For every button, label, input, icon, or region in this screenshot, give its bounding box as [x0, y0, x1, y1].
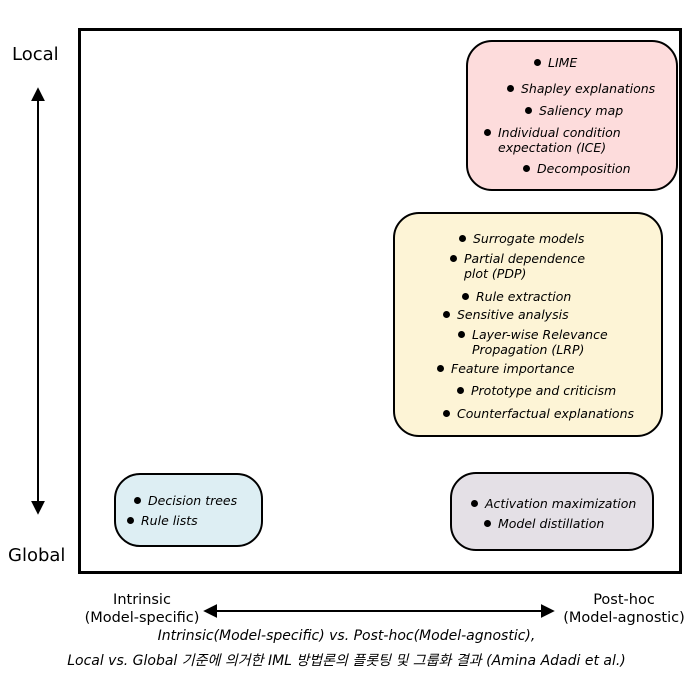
list-item-prototype: Prototype and criticism — [457, 383, 616, 398]
x-axis-right-label: Post-hoc (Model-agnostic) — [555, 591, 693, 627]
y-axis-bottom-label: Global — [8, 545, 66, 566]
list-item-shapley: Shapley explanations — [507, 81, 655, 96]
plot-frame — [78, 28, 682, 574]
list-item-feature-importance: Feature importance — [437, 361, 575, 376]
caption-line2: Local vs. Global 기준에 의거한 IML 방법론의 플롯팅 및 … — [67, 653, 626, 669]
list-item-surrogate: Surrogate models — [459, 231, 584, 246]
x-axis-right-line2: (Model-agnostic) — [563, 610, 685, 626]
list-item-rule-extraction: Rule extraction — [462, 289, 571, 304]
x-axis-right-line1: Post-hoc — [593, 592, 655, 608]
box-global-post-hoc-mid — [393, 212, 663, 437]
box-global-post-hoc-bottom — [450, 472, 654, 551]
list-item-saliency: Saliency map — [525, 103, 623, 118]
list-item-decision-trees: Decision trees — [134, 493, 237, 508]
x-axis-left-label: Intrinsic (Model-specific) — [72, 591, 212, 627]
box-local-post-hoc — [466, 40, 678, 191]
x-axis-left-line1: Intrinsic — [113, 592, 171, 608]
x-axis-left-line2: (Model-specific) — [84, 610, 200, 626]
list-item-model-distillation: Model distillation — [484, 516, 604, 531]
caption-line1: Intrinsic(Model-specific) vs. Post-hoc(M… — [157, 628, 536, 644]
list-item-rule-lists: Rule lists — [127, 513, 198, 528]
list-item-lime: LIME — [534, 55, 577, 70]
list-item-decomposition: Decomposition — [523, 161, 631, 176]
box-global-intrinsic — [114, 473, 263, 547]
y-axis-top-label: Local — [12, 44, 59, 65]
list-item-counterfactual: Counterfactual explanations — [443, 406, 634, 421]
list-item-activation-max: Activation maximization — [471, 496, 636, 511]
list-item-sensitive: Sensitive analysis — [443, 307, 569, 322]
